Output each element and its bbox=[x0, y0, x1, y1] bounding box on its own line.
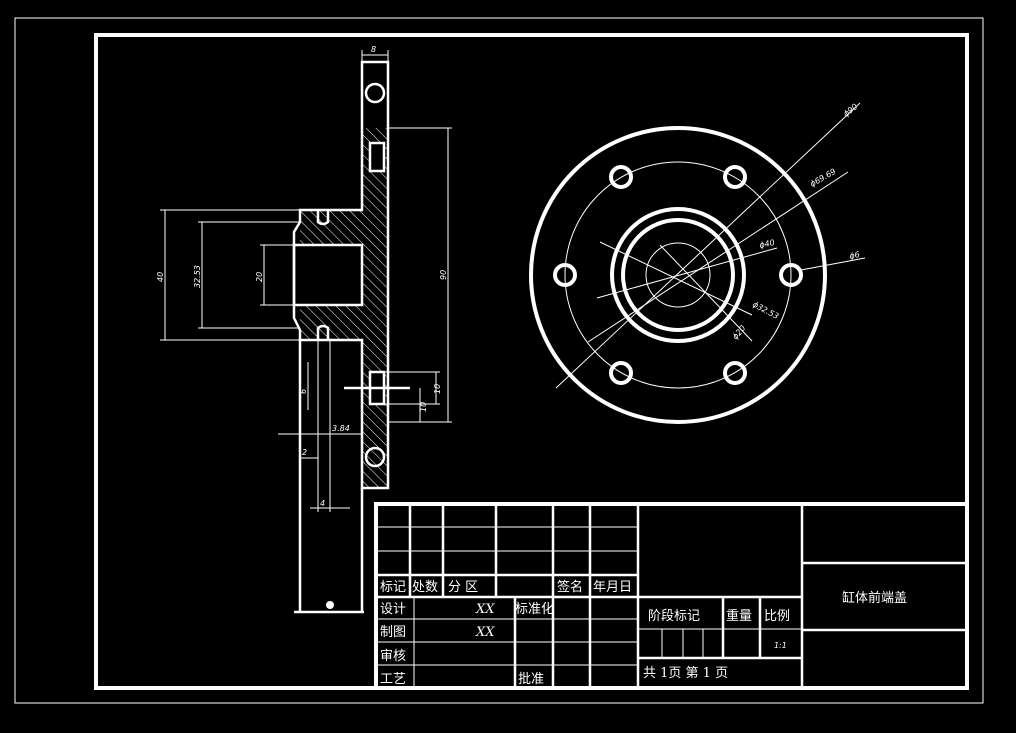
bore-circle bbox=[645, 242, 711, 308]
val-scale: 1:1 bbox=[774, 641, 787, 650]
dim-phi-40: ϕ40 bbox=[759, 238, 776, 250]
bore bbox=[292, 243, 364, 307]
bolt-hole-4 bbox=[723, 361, 747, 385]
dim-slot-6: 6 bbox=[299, 389, 308, 394]
lbl-weight: 重量 bbox=[726, 608, 752, 624]
bolt-hole-6 bbox=[553, 263, 577, 287]
dim-top-width: 8 bbox=[371, 45, 376, 54]
dim-height-90: 90 bbox=[439, 270, 448, 280]
lbl-review: 审核 bbox=[380, 649, 406, 664]
section-view: 8 90 40 32.53 20 6 10 10 2 3.84 4 bbox=[156, 45, 452, 614]
lbl-design: 设计 bbox=[380, 602, 406, 617]
lbl-approve: 批准 bbox=[518, 672, 544, 687]
hub-outer-circle bbox=[610, 207, 746, 343]
outer-border bbox=[14, 17, 984, 704]
bolt-hole-1 bbox=[609, 165, 633, 189]
hdr-zone: 分 区 bbox=[448, 580, 478, 595]
lbl-scale: 比例 bbox=[764, 609, 790, 624]
section-hatch bbox=[300, 128, 388, 488]
lower-plate bbox=[294, 340, 364, 614]
lbl-stage-mark: 阶段标记 bbox=[648, 609, 700, 624]
dim-phi-32-53: ϕ32.53 bbox=[751, 300, 780, 321]
dim-slot-10a: 10 bbox=[433, 384, 442, 394]
val-design: XX bbox=[475, 602, 495, 617]
hole-top bbox=[364, 82, 386, 104]
bolt-hole-2 bbox=[723, 165, 747, 189]
hdr-mark: 标记 bbox=[380, 580, 406, 595]
slot-top bbox=[368, 141, 386, 173]
lbl-process: 工艺 bbox=[380, 672, 406, 687]
val-drafting: XX bbox=[475, 625, 495, 640]
top-view-leaders bbox=[555, 102, 866, 389]
hole-bottom bbox=[364, 446, 386, 468]
lbl-standard: 标准化 bbox=[515, 602, 554, 617]
dim-phi-6: ϕ6 bbox=[849, 250, 861, 261]
bolt-hole-3 bbox=[779, 263, 803, 287]
hdr-sign: 签名 bbox=[557, 579, 583, 595]
outer-flange-circle bbox=[529, 126, 827, 424]
hdr-date: 年月日 bbox=[593, 580, 632, 595]
groove-top bbox=[316, 210, 330, 226]
dim-slot-10b: 10 bbox=[419, 402, 428, 412]
dim-dia-20: 20 bbox=[255, 272, 264, 282]
dim-phi-90: ϕ90 bbox=[842, 102, 860, 119]
inner-frame bbox=[94, 33, 969, 690]
dim-dia-40: 40 bbox=[156, 272, 165, 282]
lbl-sheets: 共 1页 第 1 页 bbox=[643, 666, 728, 681]
section-dimensions bbox=[160, 50, 452, 512]
bottom-mark bbox=[326, 601, 334, 609]
dim-width-4: 4 bbox=[320, 499, 325, 508]
title-block: 标记 处数 分 区 签名 年月日 设计 XX 标准化 制图 XX 审核 工艺 批… bbox=[374, 502, 969, 690]
dim-gap-2: 2 bbox=[302, 448, 307, 457]
dim-3-84: 3.84 bbox=[332, 424, 350, 433]
lbl-drafting: 制图 bbox=[380, 625, 406, 640]
hdr-count: 处数 bbox=[412, 580, 438, 595]
hub-inner-circle bbox=[621, 218, 735, 332]
part-name: 缸体前端盖 bbox=[842, 590, 907, 606]
dim-phi-69-69: ϕ69.69 bbox=[809, 167, 838, 189]
top-view: ϕ90 ϕ69.69 ϕ40 ϕ6 ϕ32.53 ϕ20 bbox=[529, 102, 866, 424]
dim-dia-32-53: 32.53 bbox=[193, 265, 202, 288]
dim-phi-20: ϕ20 bbox=[731, 324, 748, 342]
bolt-hole-5 bbox=[609, 361, 633, 385]
groove-bottom bbox=[316, 324, 330, 340]
bolt-circle bbox=[564, 161, 792, 389]
